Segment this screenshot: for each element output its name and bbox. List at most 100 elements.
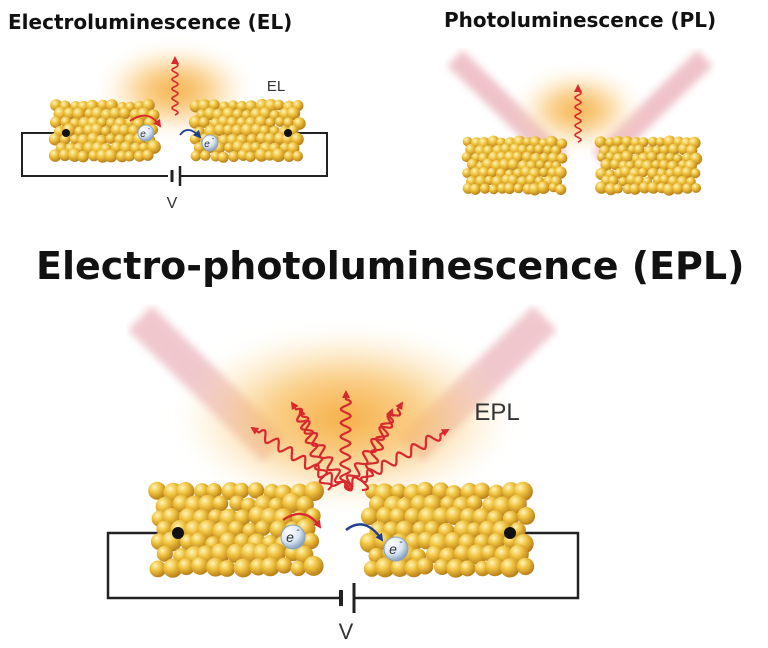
nanoparticle [104, 149, 118, 163]
epl-electron-1: e - [280, 524, 306, 550]
nanoparticle [647, 181, 660, 194]
nanoparticle [646, 151, 658, 163]
nanoparticle [223, 124, 235, 136]
nanoparticle [466, 495, 483, 512]
nanoparticle [302, 532, 320, 550]
nanoparticle [595, 181, 608, 194]
nanoparticle [198, 116, 210, 128]
nanoparticle [543, 145, 553, 156]
nanoparticle [521, 151, 534, 163]
nanoparticle [156, 545, 173, 562]
nanoparticle [659, 145, 670, 156]
el-left-contact [62, 129, 70, 137]
nanoparticle [118, 124, 131, 137]
el-hop-arrow-blue [179, 129, 202, 139]
nanoparticle [516, 557, 535, 576]
nanoparticle [360, 507, 379, 526]
el-electron-1: e - [137, 124, 155, 142]
nanoparticle [618, 176, 628, 187]
nanoparticle [432, 482, 450, 500]
nanoparticle [59, 134, 71, 145]
epl-panel: V e - e - EPL [106, 305, 580, 644]
nanoparticle [254, 148, 269, 162]
nanoparticle [473, 482, 491, 500]
photon-arrow [250, 426, 347, 489]
epl-voltage-label: V [339, 619, 354, 644]
nanoparticle [513, 183, 524, 194]
nanoparticle [286, 106, 301, 121]
nanoparticle [109, 107, 122, 120]
nanoparticle [503, 182, 516, 195]
nanoparticle [200, 150, 211, 161]
nanoparticle [638, 137, 649, 148]
nanoparticle [283, 151, 295, 162]
nanoparticle [668, 143, 680, 156]
nanoparticle [600, 158, 613, 171]
nanoparticle [416, 481, 434, 499]
nanoparticle [245, 151, 256, 163]
nanoparticle [404, 507, 422, 526]
nanoparticle [462, 168, 472, 178]
nanoparticle [487, 135, 500, 148]
epl-right-electrode [359, 481, 536, 578]
nanoparticle [416, 557, 434, 575]
nanoparticle [479, 183, 491, 194]
epl-panel-title: Electro-photoluminescence (EPL) [36, 244, 745, 288]
nanoparticle [50, 116, 62, 129]
nanoparticle [233, 482, 250, 499]
epl-right-contact [504, 527, 516, 539]
svg-text:e: e [286, 529, 294, 545]
svg-text:e: e [204, 139, 210, 150]
nanoparticle [498, 158, 512, 172]
nanoparticle [177, 558, 195, 576]
nanoparticle [445, 506, 465, 525]
epl-circuit-wire [106, 531, 580, 600]
nanoparticle [507, 158, 520, 171]
nanoparticle [246, 133, 258, 145]
nanoparticle [620, 150, 634, 163]
nanoparticle [556, 138, 568, 149]
el-hop-arrow-red [129, 114, 162, 128]
nanoparticle [681, 166, 694, 179]
nanoparticle [217, 151, 229, 163]
nanoparticle [390, 558, 409, 578]
nanoparticle [534, 144, 545, 155]
nanoparticle [425, 545, 444, 564]
svg-text:e: e [140, 129, 146, 140]
nanoparticle [691, 183, 701, 193]
pl-right-electrode [594, 135, 703, 196]
nanoparticle [594, 136, 607, 149]
nanoparticle [517, 507, 536, 525]
photon-arrow [574, 84, 582, 143]
nanoparticle [190, 532, 208, 550]
nanoparticle [303, 555, 324, 576]
nanoparticle [655, 137, 666, 147]
nanoparticle [629, 183, 641, 195]
nanoparticle [116, 150, 128, 163]
nanoparticle [690, 168, 701, 179]
nanoparticle [255, 520, 271, 536]
nanoparticle [638, 181, 651, 194]
nanoparticle [271, 148, 286, 163]
nanoparticle [226, 543, 246, 564]
nanoparticle [265, 117, 276, 128]
nanoparticle [535, 160, 546, 170]
svg-text:-: - [296, 525, 299, 536]
nanoparticle [651, 160, 662, 170]
nanoparticle [434, 558, 451, 576]
el-panel: V e - e - EL [21, 45, 328, 212]
nanoparticle [124, 150, 135, 162]
nanoparticle [662, 183, 676, 196]
nanoparticle [485, 556, 505, 577]
nanoparticle [149, 560, 167, 578]
nanoparticle [488, 484, 505, 501]
nanoparticle [539, 167, 549, 178]
nanoparticle [218, 560, 236, 577]
nanoparticle [274, 116, 286, 127]
svg-text:-: - [148, 126, 151, 133]
nanoparticle [214, 123, 227, 137]
nanoparticle [556, 153, 568, 164]
nanoparticle [233, 558, 253, 578]
el-electron-2: e - [201, 134, 219, 152]
pl-photon-emission [574, 84, 582, 143]
